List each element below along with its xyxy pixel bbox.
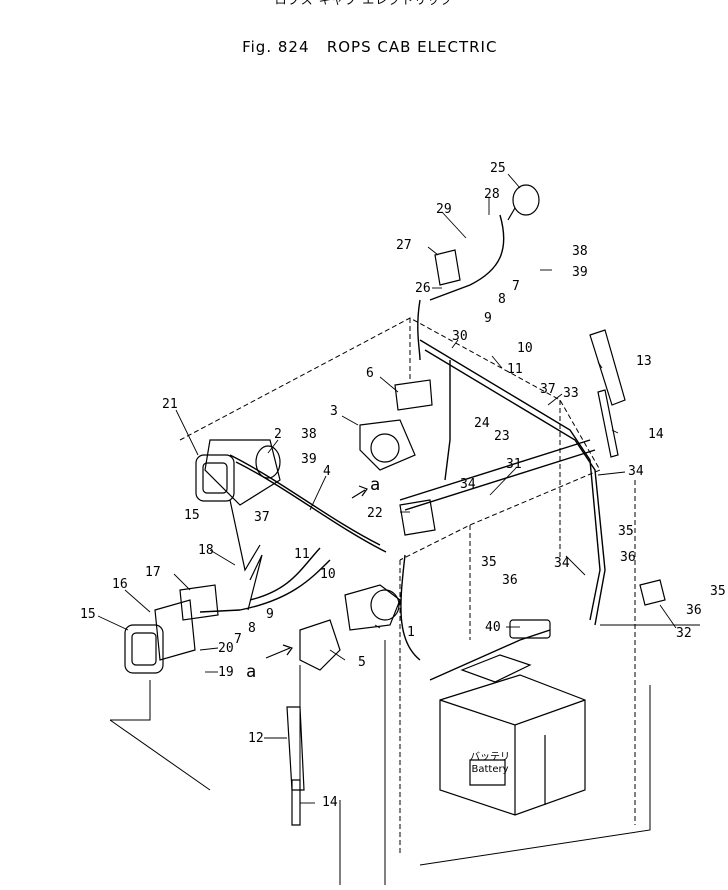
work-lamp-15-lower (124, 624, 164, 674)
callout-11-left: 11 (294, 547, 310, 562)
callout-1: 1 (407, 625, 415, 640)
bracket-17 (179, 584, 219, 621)
callout-14-right: 14 (648, 427, 664, 442)
callout-35-right-top: 35 (618, 524, 634, 539)
mirror-32 (639, 579, 666, 606)
callout-8-left: 8 (248, 621, 256, 636)
callout-25: 25 (490, 161, 506, 176)
callout-29: 29 (436, 202, 452, 217)
callout-3: 3 (330, 404, 338, 419)
figure-number: Fig. 824 (242, 38, 310, 56)
rotary-lamp-1 (344, 584, 401, 631)
callout-36-right: 36 (686, 603, 702, 618)
callout-40: 40 (485, 620, 501, 635)
figure-title: ロプス キャブ エレクトリック Fig. 824 ROPS CAB ELECTR… (0, 0, 728, 56)
wiper-blade-14-lower (291, 779, 301, 826)
figure-name: ROPS CAB ELECTRIC (326, 38, 498, 56)
junction-box-22 (399, 499, 436, 536)
callout-38-left: 38 (301, 427, 317, 442)
callout-28: 28 (484, 187, 500, 202)
callout-17: 17 (145, 565, 161, 580)
wiper-arm-13 (589, 329, 626, 406)
work-lamp-15-upper (195, 454, 235, 502)
callout-35-center: 35 (481, 555, 497, 570)
battery-label-japanese: バッテリ (470, 752, 510, 763)
callout-22: 22 (367, 506, 383, 521)
callout-7-left: 7 (234, 632, 242, 647)
callout-34-center: 34 (460, 477, 476, 492)
callout-35-right: 35 (710, 584, 726, 599)
callout-24: 24 (474, 416, 490, 431)
callout-30: 30 (452, 329, 468, 344)
callout-20: 20 (218, 641, 234, 656)
reference-mark-a-lower: a (246, 662, 257, 682)
callout-12: 12 (248, 731, 264, 746)
relay-40 (509, 619, 551, 639)
callout-38-top: 38 (572, 244, 588, 259)
reference-mark-a-upper: a (370, 475, 381, 495)
callout-18: 18 (198, 543, 214, 558)
wiper-blade-14-right (597, 389, 619, 458)
callout-36-center: 36 (502, 573, 518, 588)
callout-37-left: 37 (254, 510, 270, 525)
callout-10-left: 10 (320, 567, 336, 582)
callout-26: 26 (415, 281, 431, 296)
callout-13: 13 (636, 354, 652, 369)
bracket-27 (434, 249, 461, 286)
callout-4: 4 (323, 464, 331, 479)
callout-31: 31 (506, 457, 522, 472)
lamp-housing-16 (154, 599, 196, 661)
callout-21: 21 (162, 397, 178, 412)
reference-arrows (265, 485, 368, 659)
callout-15-upper: 15 (184, 508, 200, 523)
callout-36-right-top: 36 (620, 550, 636, 565)
callout-11-top: 11 (507, 362, 523, 377)
callout-32: 32 (676, 626, 692, 641)
callout-19: 19 (218, 665, 234, 680)
wiper-motor-2 (204, 439, 281, 506)
callout-9-top: 9 (484, 311, 492, 326)
callout-14-lower: 14 (322, 795, 338, 810)
rear-lamp-25 (507, 184, 540, 221)
callout-16: 16 (112, 577, 128, 592)
callout-33: 33 (563, 386, 579, 401)
wiring-harness (199, 214, 606, 681)
callout-2: 2 (274, 427, 282, 442)
callout-39-top: 39 (572, 265, 588, 280)
battery-label-english: Battery (471, 764, 509, 775)
battery-label: バッテリ Battery (466, 752, 514, 776)
wiper-assembly-18 (229, 499, 263, 611)
callout-34-right: 34 (628, 464, 644, 479)
bracket-5 (299, 619, 341, 671)
callout-34-lower: 34 (554, 556, 570, 571)
callout-6: 6 (366, 366, 374, 381)
callout-23: 23 (494, 429, 510, 444)
callout-7-top: 7 (512, 279, 520, 294)
leader-lines (97, 173, 677, 804)
figure-title-japanese: ロプス キャブ エレクトリック (274, 0, 454, 7)
callout-37-right: 37 (540, 382, 556, 397)
callout-9-left: 9 (266, 607, 274, 622)
battery-illustration (439, 654, 586, 816)
callout-10-top: 10 (517, 341, 533, 356)
wiper-arm-12 (286, 706, 305, 791)
callout-15-lower: 15 (80, 607, 96, 622)
callout-27: 27 (396, 238, 412, 253)
cab-frame-outline (179, 317, 636, 855)
callout-8-top: 8 (498, 292, 506, 307)
callout-5: 5 (358, 655, 366, 670)
wiper-motor-3 (359, 419, 416, 471)
callout-39-left: 39 (301, 452, 317, 467)
cab-floor-lines (109, 624, 700, 885)
bracket-6 (394, 379, 433, 411)
